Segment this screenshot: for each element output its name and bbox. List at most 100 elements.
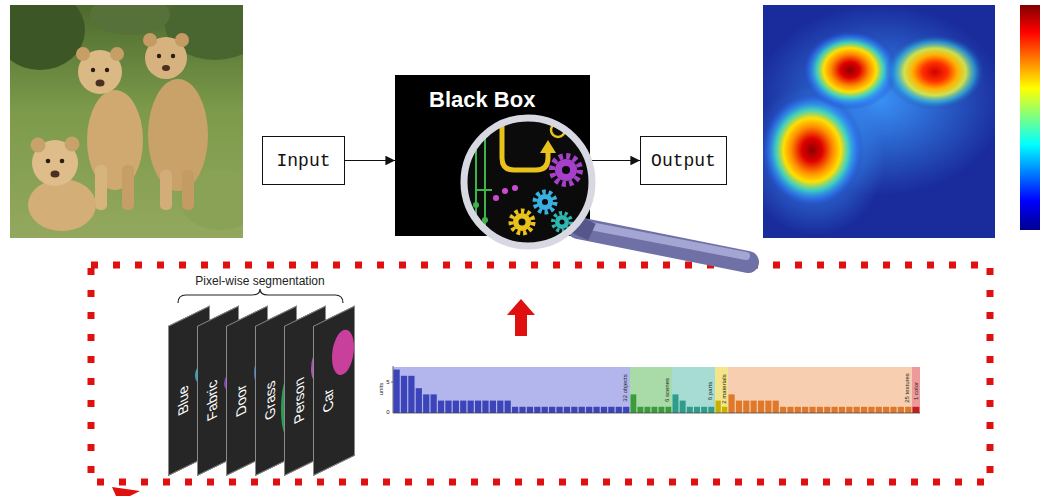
lion-photo bbox=[90, 5, 170, 35]
bar bbox=[593, 407, 599, 413]
magnifier-icon bbox=[560, 220, 565, 225]
bar bbox=[490, 401, 496, 413]
bar bbox=[638, 407, 644, 413]
bar bbox=[716, 401, 721, 413]
heatmap bbox=[763, 5, 995, 238]
bracket bbox=[178, 289, 343, 303]
chart-section bbox=[728, 367, 912, 413]
axis bbox=[393, 366, 394, 413]
bar bbox=[758, 401, 764, 413]
magnifier-icon bbox=[473, 123, 580, 246]
bar bbox=[773, 401, 779, 413]
category-label: 2 materials bbox=[721, 374, 727, 403]
bar bbox=[460, 401, 466, 413]
bar bbox=[423, 394, 429, 413]
magnifier-icon bbox=[540, 140, 556, 153]
lion-photo bbox=[110, 47, 124, 61]
magnifier-icon bbox=[482, 217, 488, 223]
axis bbox=[393, 413, 920, 414]
segment-mask bbox=[332, 325, 354, 380]
magnifier-icon bbox=[502, 188, 508, 194]
layer-label: Car bbox=[320, 386, 336, 416]
bar bbox=[913, 407, 920, 413]
lion-photo bbox=[162, 65, 170, 71]
chart-title: Pixel-wise segmentation bbox=[195, 275, 324, 287]
magnifier-icon bbox=[513, 213, 531, 231]
tick-label: 0 bbox=[386, 409, 389, 415]
bar bbox=[701, 407, 707, 413]
lion-photo bbox=[91, 68, 95, 72]
bar bbox=[468, 401, 474, 413]
bar bbox=[438, 401, 444, 413]
bar bbox=[586, 407, 592, 413]
lion-photo bbox=[175, 33, 189, 47]
lion-photo bbox=[76, 47, 90, 61]
bar bbox=[832, 407, 838, 413]
bar bbox=[824, 407, 830, 413]
magnifier-icon bbox=[475, 150, 477, 246]
bar bbox=[564, 407, 570, 413]
lion-photo bbox=[180, 170, 243, 230]
dotted-frame bbox=[91, 265, 990, 482]
segmentation-layer: Car bbox=[313, 306, 355, 476]
io-box: Input bbox=[262, 136, 345, 185]
layer-label: Door bbox=[233, 382, 249, 420]
chart-bars bbox=[729, 394, 912, 413]
magnifier-icon bbox=[476, 189, 492, 191]
bar bbox=[802, 407, 808, 413]
box-label: Output bbox=[651, 151, 716, 171]
bar bbox=[505, 401, 511, 413]
lion-photo bbox=[31, 138, 46, 153]
magnifier-icon bbox=[502, 126, 548, 170]
bar bbox=[534, 407, 540, 413]
magnifier-icon bbox=[553, 213, 571, 231]
lion-photo bbox=[122, 165, 134, 210]
magnifier-icon bbox=[493, 195, 499, 201]
lion-photo bbox=[10, 5, 243, 238]
bar bbox=[579, 407, 585, 413]
bar bbox=[519, 407, 525, 413]
category-label: 6 scenes bbox=[664, 378, 670, 402]
lion-photo bbox=[28, 179, 96, 231]
magnifier-icon bbox=[473, 202, 479, 208]
category-label: 1 color bbox=[913, 382, 919, 400]
magnifier-icon bbox=[464, 118, 592, 246]
chart-section bbox=[912, 367, 920, 413]
lion-photo bbox=[171, 54, 175, 58]
bar bbox=[497, 401, 503, 413]
bar bbox=[751, 401, 757, 413]
magnifier-icon bbox=[519, 219, 526, 226]
magnifier-icon bbox=[580, 224, 746, 256]
lion-photo bbox=[96, 80, 105, 87]
bar bbox=[601, 407, 607, 413]
lion-photo bbox=[160, 170, 172, 210]
bar bbox=[608, 407, 614, 413]
bar bbox=[616, 407, 622, 413]
heatmap bbox=[885, 34, 985, 110]
chart-bars bbox=[913, 407, 920, 413]
bar bbox=[623, 407, 629, 413]
bar-chart bbox=[391, 366, 920, 413]
box-label: Black Box bbox=[429, 87, 535, 113]
heatmap bbox=[802, 30, 898, 110]
bar bbox=[736, 401, 742, 413]
lion-photo bbox=[105, 68, 109, 72]
chart-bars bbox=[394, 370, 630, 413]
bar bbox=[542, 407, 548, 413]
bar bbox=[659, 407, 665, 413]
bar bbox=[549, 407, 555, 413]
red-arrow bbox=[507, 299, 535, 336]
bar bbox=[645, 407, 651, 413]
bar bbox=[905, 407, 911, 413]
magnifier-icon bbox=[542, 199, 548, 205]
lion-photo bbox=[95, 165, 107, 210]
bar bbox=[846, 407, 852, 413]
category-label: 25 textures bbox=[904, 373, 910, 403]
magnifier-icon bbox=[552, 156, 580, 184]
color-scale bbox=[1020, 5, 1040, 230]
bar bbox=[898, 407, 904, 413]
bar bbox=[780, 407, 786, 413]
layer-label: Grass bbox=[262, 379, 278, 424]
bar bbox=[787, 407, 793, 413]
